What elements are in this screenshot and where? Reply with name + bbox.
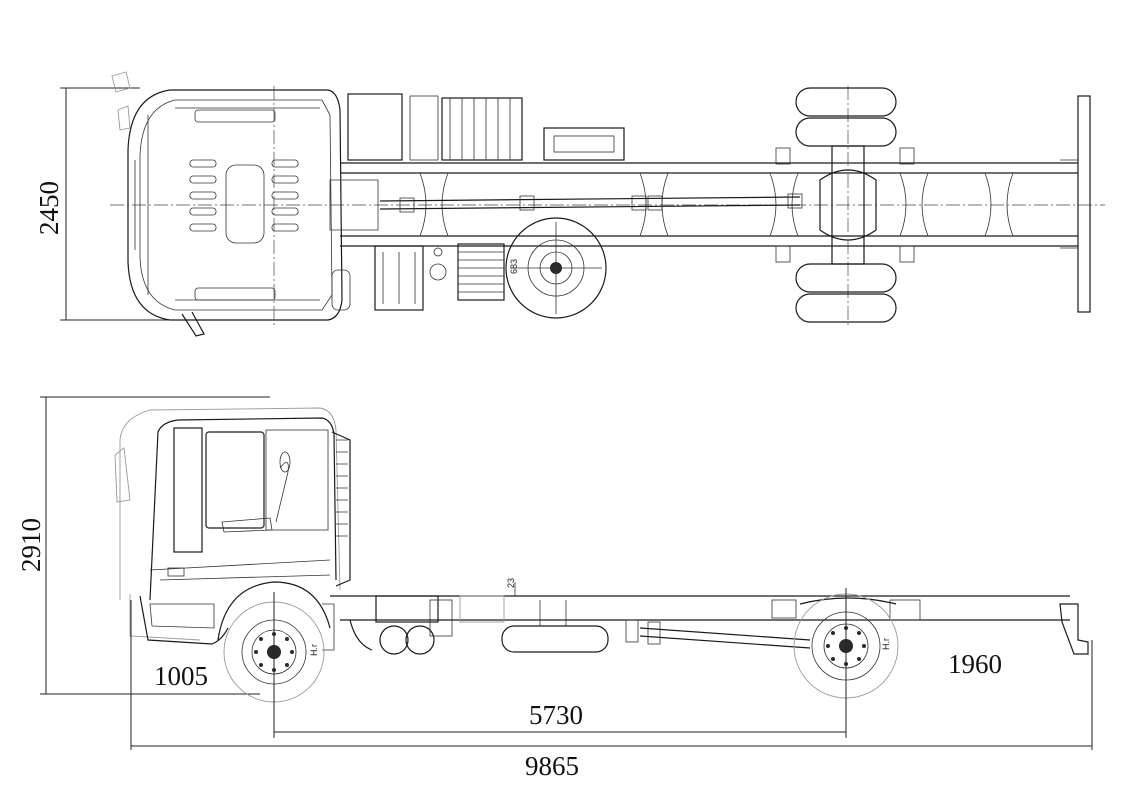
cab-roof-ribs: [189, 159, 299, 232]
spare-wheel-dim-label: 683: [509, 259, 519, 274]
length-dimension-lines: [131, 731, 1092, 747]
overall-length-label: 9865: [525, 751, 579, 781]
side-driveshaft: [625, 619, 811, 649]
rear-overhang-label: 1960: [948, 649, 1002, 679]
wheelbase-label: 5730: [529, 700, 583, 730]
extension-lines: [130, 588, 1093, 750]
top-view: 2450: [34, 71, 1105, 337]
width-dimension-line: [60, 87, 180, 321]
front-axle-mark: H.r: [309, 644, 319, 656]
side-cab: [114, 407, 351, 601]
side-front-bumper: [129, 594, 229, 645]
rear-axle-mark: H.r: [881, 638, 891, 650]
top-driveshaft: [379, 193, 803, 213]
frame-height-dim-label: 23: [506, 578, 516, 588]
height-dimension-line: [40, 396, 270, 695]
overall-width-label: 2450: [34, 181, 64, 235]
side-components: [322, 595, 609, 655]
top-spare-wheel: [505, 217, 607, 319]
top-cab: [111, 71, 343, 337]
overall-height-label: 2910: [16, 518, 46, 572]
side-view: 2910: [16, 396, 1093, 750]
top-components: [329, 93, 625, 311]
top-rear-wheels: [775, 87, 915, 323]
side-frame: [330, 582, 1089, 655]
side-rear-suspension: [771, 597, 921, 621]
front-overhang-label: 1005: [154, 661, 208, 691]
